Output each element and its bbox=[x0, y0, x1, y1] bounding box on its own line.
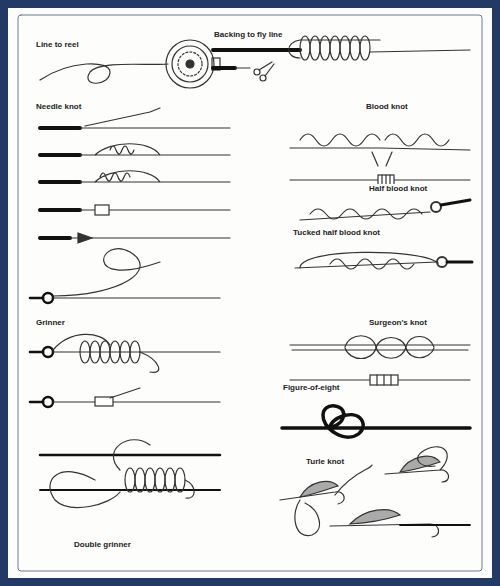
grinner-drawing bbox=[30, 249, 220, 407]
figure-of-eight-drawing bbox=[282, 406, 470, 437]
knot-name: Blood knot bbox=[365, 102, 409, 112]
turle-knot-drawing bbox=[280, 447, 470, 537]
surgeons-knot-drawing bbox=[290, 336, 470, 385]
knot-name: Tucked half blood knot bbox=[292, 228, 381, 238]
needle-knot-drawing bbox=[40, 108, 230, 243]
knot-name: Double grinner bbox=[73, 540, 132, 550]
backing-knot-drawing bbox=[213, 36, 470, 81]
blood-knot-drawing bbox=[290, 134, 470, 185]
tucked-half-blood-knot-drawing bbox=[295, 252, 472, 269]
page-panel bbox=[8, 8, 492, 578]
knot-name: Needle knot bbox=[35, 102, 82, 112]
half-blood-knot-drawing bbox=[300, 200, 470, 220]
double-grinner-drawing bbox=[40, 440, 220, 508]
knot-name: Grinner bbox=[35, 318, 66, 328]
inner-frame bbox=[18, 15, 482, 571]
knot-name: Line to reel bbox=[35, 40, 80, 50]
knot-name: Figure-of-eight bbox=[282, 383, 340, 393]
knot-name: Backing to fly line bbox=[213, 30, 283, 40]
knot-name: Half blood knot bbox=[368, 184, 428, 194]
knot-name: Surgeon's knot bbox=[368, 318, 428, 328]
knot-name: Turle knot bbox=[305, 457, 345, 467]
